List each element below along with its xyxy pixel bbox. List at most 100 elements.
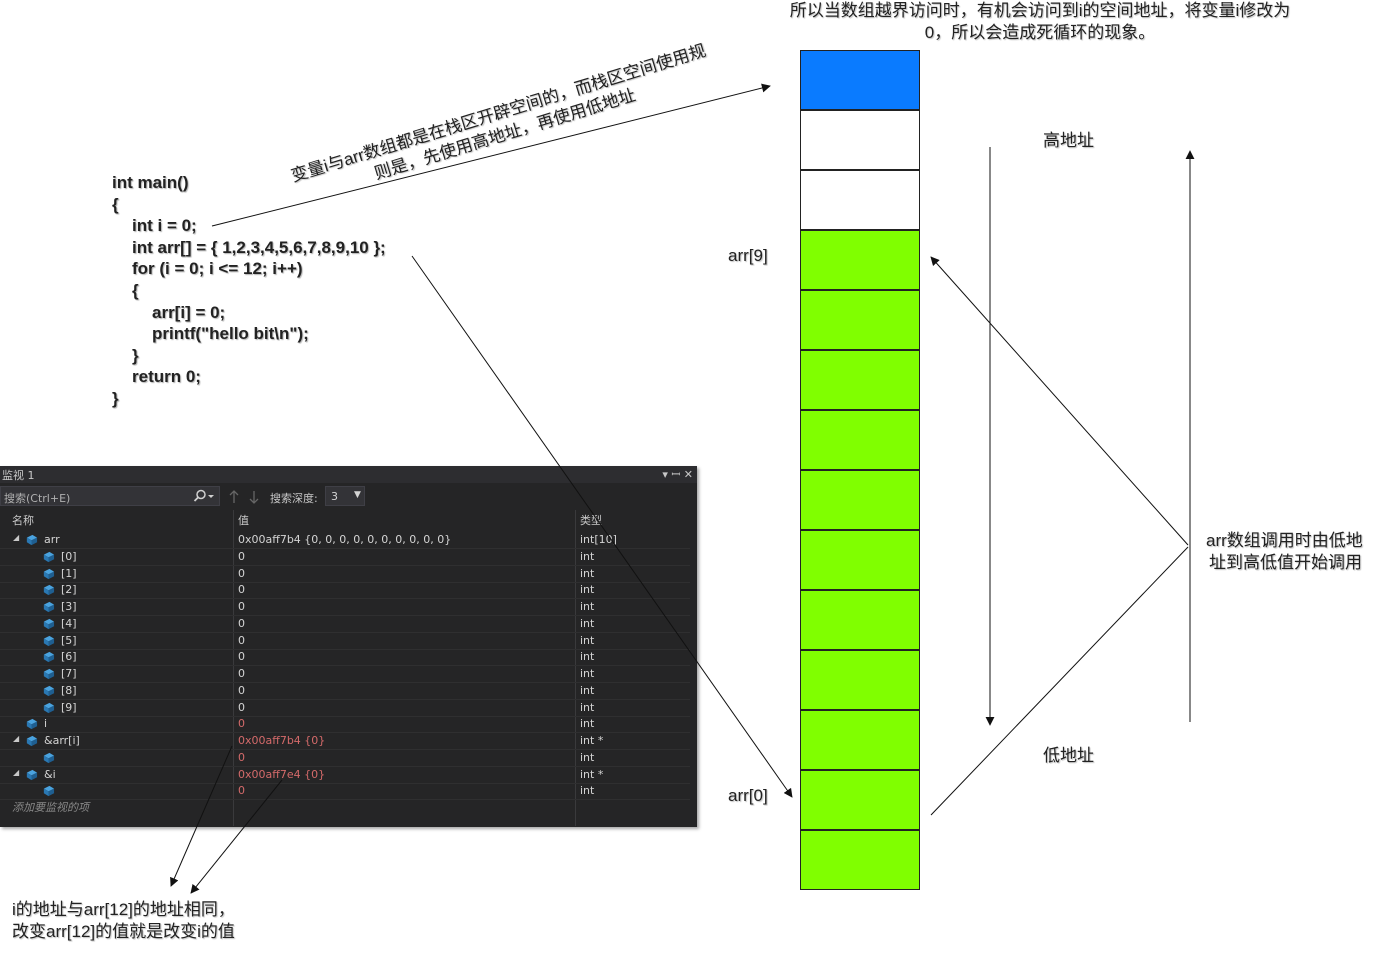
expand-toggle-icon[interactable]: ◢: [13, 533, 20, 542]
memory-cell-green: [800, 650, 920, 710]
code-line: int i = 0;: [132, 216, 197, 236]
column-header-type[interactable]: 类型: [580, 514, 602, 527]
watch-row-value[interactable]: 0: [238, 750, 245, 764]
watch-row-name: [5]: [61, 633, 77, 647]
variable-icon: [42, 701, 55, 714]
expand-toggle-icon[interactable]: ◢: [13, 734, 20, 743]
watch-row-name: &arr[i]: [44, 734, 80, 747]
column-header-name[interactable]: 名称: [12, 514, 34, 527]
watch-row[interactable]: ◢ arr 0x00aff7b4 {0, 0, 0, 0, 0, 0, 0, 0, …: [0, 532, 690, 549]
watch-row-value[interactable]: 0: [238, 600, 245, 613]
watch-row-value[interactable]: 0: [238, 616, 245, 630]
watch-row-name: arr: [44, 533, 60, 546]
arrow-note-to-arr9: [930, 256, 1189, 546]
search-input[interactable]: 搜索(Ctrl+E): [0, 486, 220, 506]
code-line: printf("hello bit\n");: [152, 324, 309, 344]
watch-row-value[interactable]: 0x00aff7e4 {0}: [238, 767, 326, 781]
watch-window: 监视 1 ▾ ꟷ ✕ 搜索(Ctrl+E) 搜索深度: 3 ▼ 名称 值 类型 …: [0, 466, 697, 827]
watch-row[interactable]: [9] 0 int: [0, 700, 690, 717]
watch-row-name: [8]: [61, 683, 77, 697]
watch-row-type: int: [580, 566, 595, 580]
top-right-note-line2: 0，所以会造成死循环的现象。: [924, 23, 1156, 42]
code-line: {: [132, 280, 139, 300]
memory-cell-green: [800, 290, 920, 350]
memory-cell-green: [800, 770, 920, 830]
watch-row-type: int *: [580, 734, 604, 747]
code-line: }: [132, 345, 139, 365]
watch-row-name: [4]: [61, 616, 77, 630]
memory-cell-green: [800, 590, 920, 650]
watch-row-type: int: [580, 549, 595, 563]
watch-row-type: int: [580, 600, 595, 613]
variable-icon: [42, 650, 55, 663]
column-divider[interactable]: [233, 510, 234, 826]
variable-icon: [25, 717, 38, 730]
watch-row-value[interactable]: 0: [238, 784, 245, 798]
high-address-label: 高地址: [1043, 131, 1094, 150]
bottom-note-line2: 改变arr[12]的值就是改变i的值: [12, 922, 235, 941]
label-arr9: arr[9]: [728, 246, 768, 265]
search-depth-select[interactable]: 3 ▼: [325, 486, 365, 506]
bottom-note: i的地址与arr[12]的地址相同， 改变arr[12]的值就是改变i的值: [12, 899, 235, 943]
watch-row-value[interactable]: 0: [238, 566, 245, 580]
code-line: int arr[] = { 1,2,3,4,5,6,7,8,9,10 };: [132, 237, 386, 257]
watch-row-name: [1]: [61, 566, 77, 580]
watch-row-value[interactable]: 0: [238, 650, 245, 664]
memory-cell-green: [800, 830, 920, 890]
variable-icon: [25, 734, 38, 747]
watch-row-type: int: [580, 683, 595, 697]
window-controls-icon[interactable]: ▾ ꟷ ✕: [662, 468, 693, 481]
watch-row-type: int: [580, 700, 595, 714]
watch-row-value[interactable]: 0: [238, 683, 245, 697]
memory-cell-green: [800, 410, 920, 470]
search-placeholder: 搜索(Ctrl+E): [4, 492, 71, 505]
watch-titlebar: 监视 1 ▾ ꟷ ✕: [0, 466, 697, 483]
code-line: {: [112, 194, 119, 214]
watch-row-type: int: [580, 650, 595, 664]
watch-row-value[interactable]: 0: [238, 583, 245, 597]
watch-row[interactable]: [1] 0 int: [0, 566, 690, 583]
watch-row-name: [2]: [61, 583, 77, 597]
watch-row-name: [9]: [61, 700, 77, 714]
watch-row-type: int: [580, 784, 595, 798]
add-watch-item[interactable]: 添加要监视的项: [12, 801, 89, 814]
memory-cell-white: [800, 110, 920, 170]
variable-icon: [25, 768, 38, 781]
watch-row-value[interactable]: 0: [238, 717, 245, 731]
column-header-value[interactable]: 值: [238, 514, 249, 527]
expand-toggle-icon[interactable]: ◢: [13, 767, 20, 777]
watch-row[interactable]: ◢ &arr[i] 0x00aff7b4 {0} int *: [0, 733, 690, 750]
watch-row[interactable]: [8] 0 int: [0, 683, 690, 700]
watch-title: 监视 1: [2, 469, 35, 482]
watch-row[interactable]: 0 int: [0, 783, 690, 801]
watch-row-value[interactable]: 0x00aff7b4 {0, 0, 0, 0, 0, 0, 0, 0, 0, 0…: [238, 533, 452, 546]
bottom-note-line1: i的地址与arr[12]的地址相同，: [12, 900, 235, 919]
low-address-label: 低地址: [1043, 746, 1094, 765]
watch-row-name: [7]: [61, 667, 77, 680]
top-right-note: 所以当数组越界访问时，有机会访问到i的空间地址，将变量i修改为 0，所以会造成死…: [740, 0, 1340, 44]
watch-row-value[interactable]: 0: [238, 633, 245, 647]
search-nav-arrows-icon[interactable]: [228, 489, 264, 505]
call-order-note-line1: arr数组调用时由低地: [1206, 531, 1363, 550]
watch-row-value[interactable]: 0x00aff7b4 {0}: [238, 734, 326, 747]
watch-row-value[interactable]: 0: [238, 667, 245, 680]
top-right-note-line1: 所以当数组越界访问时，有机会访问到i的空间地址，将变量i修改为: [789, 1, 1291, 20]
variable-icon: [42, 784, 55, 797]
watch-row-value[interactable]: 0: [238, 549, 245, 563]
code-block: int main() { int i = 0; int arr[] = { 1,…: [112, 172, 386, 410]
search-depth-value: 3: [331, 490, 338, 503]
search-icon[interactable]: [193, 489, 215, 503]
code-line: for (i = 0; i <= 12; i++): [132, 259, 303, 279]
watch-row-value[interactable]: 0: [238, 700, 245, 714]
watch-row-name: i: [44, 717, 48, 731]
